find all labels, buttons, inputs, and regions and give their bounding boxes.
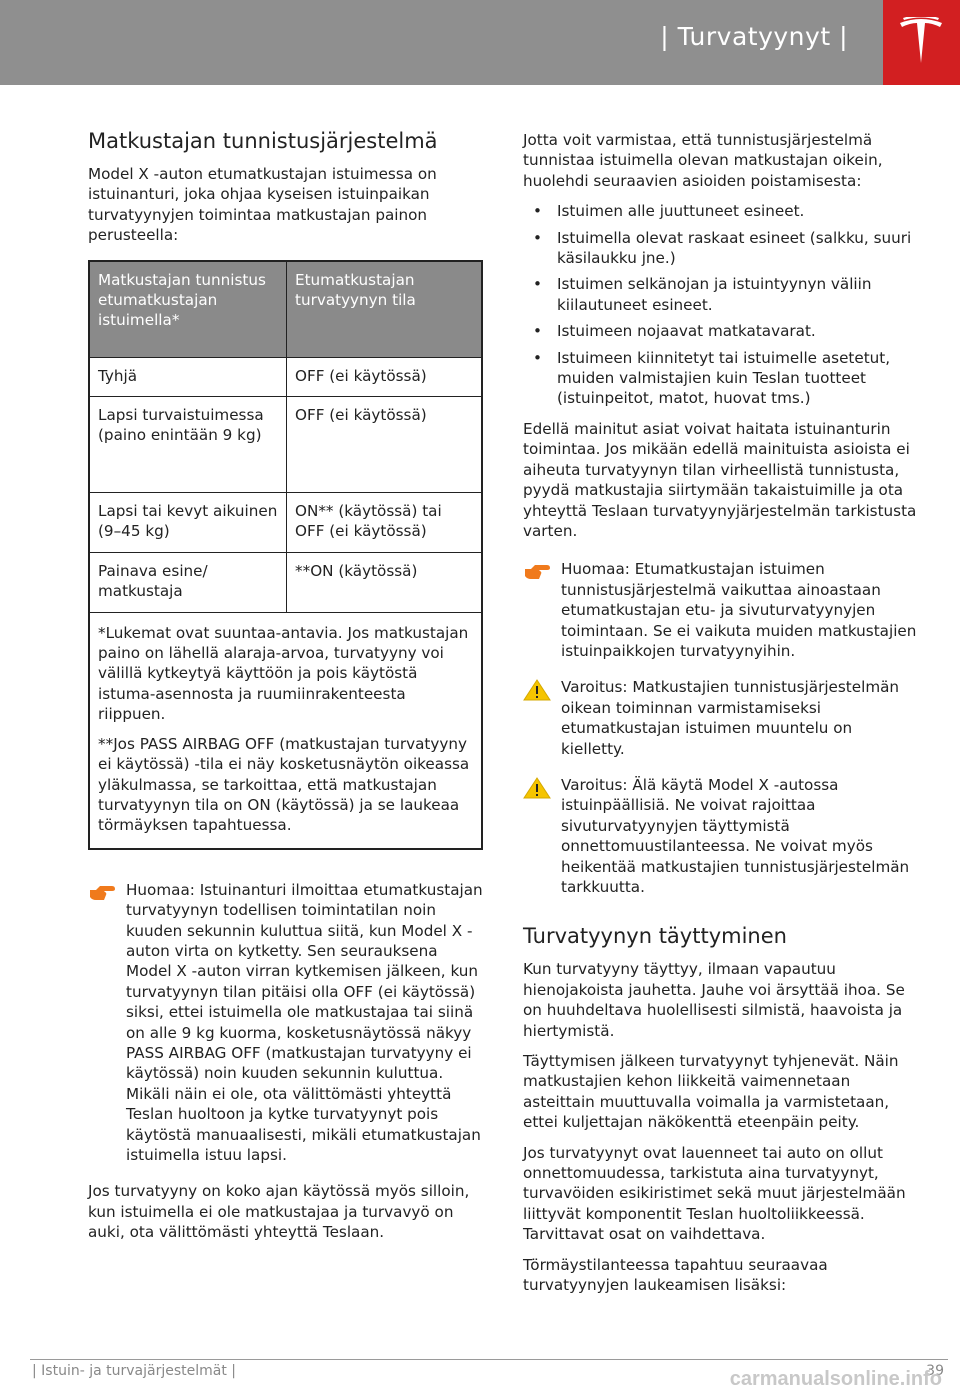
tesla-logo-icon <box>900 17 942 63</box>
heading-passenger-detection: Matkustajan tunnistusjärjestelmä <box>88 129 438 153</box>
page-number: 39 <box>926 1363 944 1379</box>
footer-section: | Istuin- ja turvajärjestelmät | <box>32 1363 237 1379</box>
warning-triangle-icon <box>523 777 551 804</box>
warning-triangle-icon <box>523 679 551 706</box>
list-item: Istuimella olevat raskaat esineet (salkk… <box>523 228 918 269</box>
intro-paragraph: Model X -auton etumatkustajan istuimessa… <box>88 165 437 245</box>
occupancy-table: Matkustajan tunnistus etumatkustajan ist… <box>88 259 483 850</box>
table-footnote: **Jos PASS AIRBAG OFF (matkustajan turva… <box>98 734 470 835</box>
checklist: Istuimen alle juuttuneet esineet. Istuim… <box>523 201 918 409</box>
paragraph: Täyttymisen jälkeen turvatyynyt tyhjenev… <box>523 1052 899 1132</box>
table-cell: OFF (ei käytössä) <box>286 396 483 494</box>
warning-callout: Varoitus: Älä käytä Model X -autossa ist… <box>523 775 918 897</box>
table-cell: ON** (käytössä) tai OFF (ei käytössä) <box>286 492 483 553</box>
table-row: Painava esine/ matkustaja **ON (käytössä… <box>88 551 483 613</box>
paragraph: Kun turvatyyny täyttyy, ilmaan vapautuu … <box>523 960 905 1040</box>
table-cell: Lapsi turvaistuimessa (paino enintään 9 … <box>88 396 287 494</box>
right-column: Jotta voit varmistaa, että tunnistusjärj… <box>523 130 918 1306</box>
table-cell: Lapsi tai kevyt aikuinen (9–45 kg) <box>88 492 287 553</box>
note-text: Huomaa: Etumatkustajan istuimen tunnistu… <box>561 560 917 660</box>
closing-paragraph: Jos turvatyyny on koko ajan käytössä myö… <box>88 1182 470 1242</box>
section-title: | Turvatyynyt | <box>660 22 848 51</box>
warning-text: Varoitus: Älä käytä Model X -autossa ist… <box>561 775 910 896</box>
note-callout: Huomaa: Istuinanturi ilmoittaa etumatkus… <box>88 880 483 1166</box>
warning-callout: Varoitus: Matkustajien tunnistusjärjeste… <box>523 677 918 759</box>
pointing-hand-icon <box>88 882 116 907</box>
warning-text: Varoitus: Matkustajien tunnistusjärjeste… <box>561 678 900 758</box>
heading-airbag-deployment: Turvatyynyn täyttyminen <box>523 924 787 949</box>
tesla-logo <box>883 0 960 85</box>
table-notes-row: *Lukemat ovat suuntaa-antavia. Jos matku… <box>88 611 483 850</box>
list-item: Istuimen alle juuttuneet esineet. <box>523 201 918 222</box>
table-header: Matkustajan tunnistus etumatkustajan ist… <box>88 260 287 358</box>
list-item: Istuimen selkänojan ja istuintyynyn väli… <box>523 274 918 315</box>
table-footnote: *Lukemat ovat suuntaa-antavia. Jos matku… <box>98 623 469 724</box>
table-row: Tyhjä OFF (ei käytössä) <box>88 356 483 398</box>
watermark: carmanualsonline.info <box>729 1368 942 1390</box>
paragraph: Jos turvatyynyt ovat lauenneet tai auto … <box>523 1143 906 1244</box>
list-item: Istuimeen kiinnitetyt tai istuimelle ase… <box>523 348 918 409</box>
page-header: | Turvatyynyt | <box>0 0 960 85</box>
paragraph: Törmäystilanteessa tapahtuu seuraavaa tu… <box>523 1255 828 1295</box>
table-header-row: Matkustajan tunnistus etumatkustajan ist… <box>88 260 483 358</box>
note-callout: Huomaa: Etumatkustajan istuimen tunnistu… <box>523 559 918 661</box>
left-column: Matkustajan tunnistusjärjestelmä Model X… <box>88 128 483 1253</box>
list-item: Istuimeen nojaavat matkatavarat. <box>523 321 918 342</box>
table-cell: Painava esine/ matkustaja <box>88 551 287 613</box>
table-header: Etumatkustajan turvatyynyn tila <box>286 260 483 358</box>
footer-divider <box>30 1359 948 1360</box>
note-text: Huomaa: Istuinanturi ilmoittaa etumatkus… <box>126 880 483 1164</box>
pointing-hand-icon <box>523 561 551 586</box>
table-notes: *Lukemat ovat suuntaa-antavia. Jos matku… <box>88 611 483 850</box>
checklist-intro: Jotta voit varmistaa, että tunnistusjärj… <box>523 131 883 190</box>
table-row: Lapsi turvaistuimessa (paino enintään 9 … <box>88 396 483 494</box>
paragraph: Edellä mainitut asiat voivat haitata ist… <box>523 419 917 540</box>
table-cell: OFF (ei käytössä) <box>286 356 483 398</box>
table-row: Lapsi tai kevyt aikuinen (9–45 kg) ON** … <box>88 492 483 553</box>
table-cell: Tyhjä <box>88 356 287 398</box>
table-cell: **ON (käytössä) <box>286 551 483 613</box>
